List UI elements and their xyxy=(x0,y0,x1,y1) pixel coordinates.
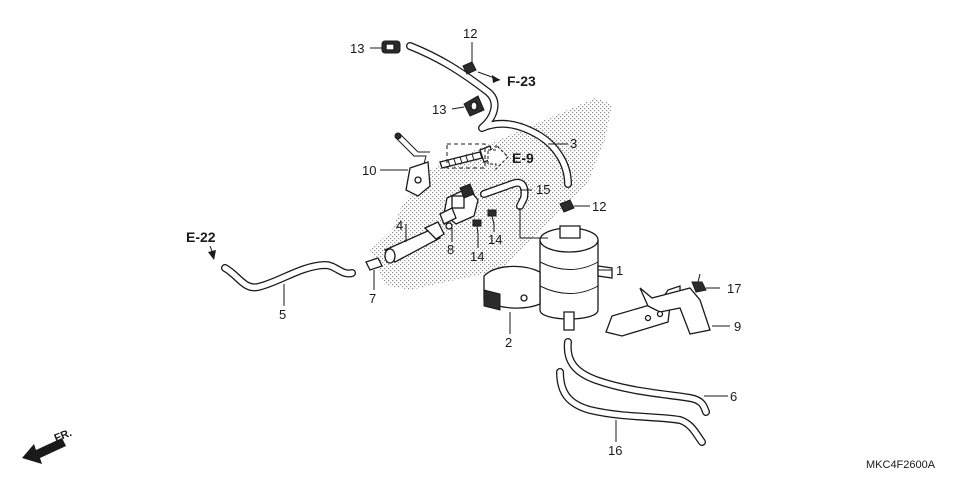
callout-6: 6 xyxy=(730,389,737,404)
callout-7: 7 xyxy=(369,291,376,306)
callout-5: 5 xyxy=(279,307,286,322)
part-5-hose[interactable] xyxy=(221,261,356,292)
callout-13-mid: 13 xyxy=(432,102,446,117)
callout-8: 8 xyxy=(447,242,454,257)
callout-17: 17 xyxy=(727,281,741,296)
ref-e22[interactable]: E-22 xyxy=(186,229,216,245)
part-7-joint[interactable] xyxy=(365,257,383,284)
part-13-clip-top[interactable] xyxy=(381,40,401,54)
leader-lines xyxy=(208,42,730,442)
part-6-hose[interactable] xyxy=(563,338,710,416)
callout-12-top: 12 xyxy=(463,26,477,41)
callout-12-right: 12 xyxy=(592,199,606,214)
part-10-bracket[interactable] xyxy=(394,132,431,197)
part-9-stay[interactable] xyxy=(605,285,711,337)
part-2-band[interactable] xyxy=(483,265,541,311)
callout-4: 4 xyxy=(396,218,403,233)
diagram-code: MKC4F2600A xyxy=(866,459,936,471)
part-16-hose[interactable] xyxy=(556,368,706,446)
part-13-clip-mid[interactable] xyxy=(463,95,485,117)
callout-10: 10 xyxy=(362,163,376,178)
callout-15: 15 xyxy=(536,182,550,197)
ref-f23[interactable]: F-23 xyxy=(507,73,536,89)
ref-e9[interactable]: E-9 xyxy=(512,150,534,166)
part-4-pipe[interactable] xyxy=(383,221,445,264)
callout-14-a: 14 xyxy=(488,232,502,247)
callout-2: 2 xyxy=(505,335,512,350)
part-12-clip-right[interactable] xyxy=(559,199,575,213)
part-12-clip-top[interactable] xyxy=(462,61,477,75)
callout-3: 3 xyxy=(570,136,577,151)
part-14-screw-b[interactable] xyxy=(472,219,482,235)
part-14-screw-a[interactable] xyxy=(487,209,497,225)
part-15-hose[interactable] xyxy=(480,178,529,210)
front-label: FR. xyxy=(53,427,74,445)
part-17-bolt[interactable] xyxy=(691,273,707,293)
callout-1: 1 xyxy=(616,263,623,278)
part-3-hose[interactable] xyxy=(406,42,572,188)
part-8-solenoid-valve[interactable] xyxy=(439,183,479,230)
callout-14-b: 14 xyxy=(470,249,484,264)
callout-16: 16 xyxy=(608,443,622,458)
callout-9: 9 xyxy=(734,319,741,334)
e9-reference-box xyxy=(446,143,509,171)
part-1-canister[interactable] xyxy=(539,225,613,331)
callout-13-top: 13 xyxy=(350,41,364,56)
front-direction-arrow: FR. xyxy=(22,427,74,464)
